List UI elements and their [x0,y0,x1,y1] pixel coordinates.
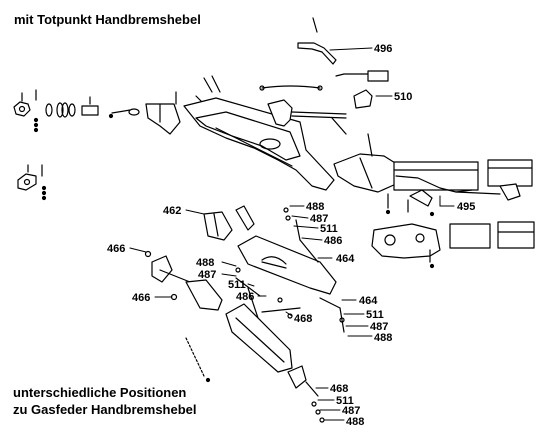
part-number-462: 462 [163,205,181,217]
part-number-488-c: 488 [374,332,392,344]
leader-lines [129,47,455,421]
handbrake-frame-assembly [183,97,533,217]
part-number-510: 510 [394,91,412,103]
diagram-title-top: mit Totpunkt Handbremshebel [14,12,201,27]
part-number-496: 496 [374,43,392,55]
bracket-parts-462-466 [144,205,255,311]
coupling-head-bracket [371,221,535,269]
part-number-468-a: 468 [294,313,312,325]
part-number-487-a: 487 [310,213,328,225]
part-number-511-d: 511 [336,395,354,407]
part-number-488-a: 488 [306,201,324,213]
part-number-511-a: 511 [320,223,338,235]
part-number-488-b: 488 [196,257,214,269]
part-number-486-a: 486 [324,235,342,247]
part-number-487-b: 487 [198,269,216,281]
upper-lever-parts [195,17,389,109]
part-number-466-a: 466 [107,243,125,255]
lever-assembly-lower [185,297,345,423]
diagram-caption-line1: unterschiedliche Positionen [13,385,187,400]
left-coupling-parts [13,89,181,201]
part-number-495: 495 [457,201,475,213]
part-number-487-c: 487 [370,321,388,333]
diagram-caption-line2: zu Gasfeder Handbremshebel [13,402,197,417]
part-number-464-a: 464 [336,253,355,265]
part-number-486-b: 486 [236,291,254,303]
part-number-487-d: 487 [342,405,360,417]
part-number-466-b: 466 [132,292,150,304]
part-number-labels: 496 510 495 462 466 466 488 487 511 486 … [107,43,475,428]
lever-assembly-upper [235,207,337,319]
part-number-468-b: 468 [330,383,348,395]
part-number-464-b: 464 [359,295,378,307]
part-number-511-c: 511 [366,309,384,321]
part-number-488-d: 488 [346,416,364,428]
part-number-511-b: 511 [228,279,246,291]
